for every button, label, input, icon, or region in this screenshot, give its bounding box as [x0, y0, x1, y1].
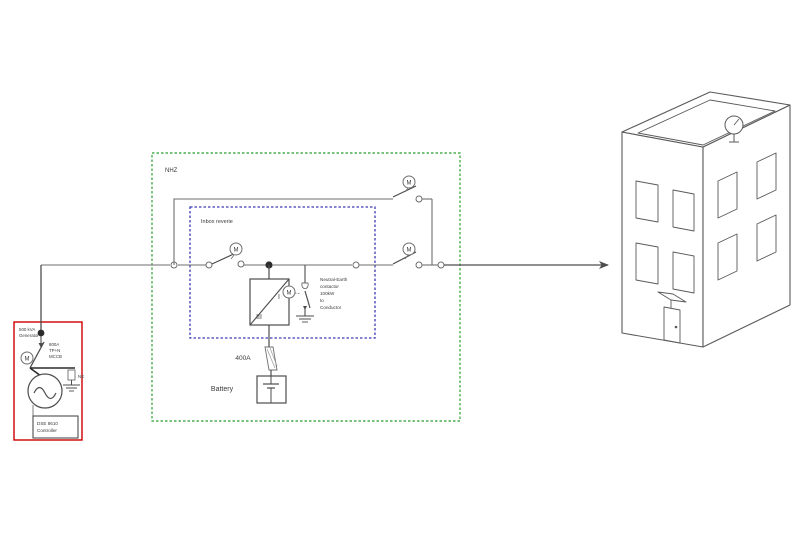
generator-label-l2: Generator [19, 333, 39, 338]
generator-top-terminal [37, 329, 45, 337]
ne-contactor-coil [301, 282, 309, 290]
generator-label-l1: 500 kVA [19, 327, 35, 332]
ne-contactor-label-l2: contactor [320, 284, 339, 289]
motor-icon: M [20, 351, 34, 365]
window-left-3 [635, 242, 659, 285]
mccb-breaker[interactable]: 800A TP+N MCCB [29, 336, 62, 369]
terminal-switch-right [237, 260, 245, 268]
window-right-2 [756, 152, 777, 200]
battery-circuit[interactable]: 400A Battery [211, 346, 287, 404]
bypass-switch-lower[interactable]: M [392, 242, 438, 269]
ne-contactor[interactable]: M Neutral-Earth contactor 100kW to Condu… [282, 265, 348, 323]
inverter-zone-label: Inbox reverie [201, 219, 233, 225]
inverter-zone-border [189, 206, 376, 339]
svg-text:M: M [407, 248, 412, 254]
battery-icon [263, 376, 279, 403]
window-right-3 [717, 233, 738, 281]
motor-icon: M [402, 175, 416, 193]
window-left-4 [672, 251, 695, 294]
building-illustration [621, 91, 791, 348]
ne-switch-contact [303, 306, 307, 310]
switchboard-zone: NHZ [151, 152, 461, 422]
window-left-1 [635, 180, 659, 223]
ne-contactor-label-l5: Conductor [320, 305, 342, 310]
earth-ground-icon [296, 315, 314, 323]
ne-switch-blade [304, 290, 311, 309]
svg-text:M: M [287, 291, 292, 297]
outgoing-feeder-arrow [437, 261, 609, 269]
inverter-ac-mark: I [278, 294, 280, 301]
door-handle-icon [674, 325, 678, 329]
ac-generator-icon [27, 373, 63, 409]
generator-zone-border [13, 321, 83, 441]
building-parapet [637, 99, 776, 146]
inverter-diagonal [249, 278, 290, 326]
terminal-switch-left [205, 261, 213, 269]
fuse-label: 400A [235, 355, 251, 362]
motor-icon: M [229, 242, 243, 260]
battery-label: Battery [211, 386, 234, 393]
building-roof [621, 91, 791, 148]
controller-label-l2: Controller [37, 428, 57, 433]
bypass-switch-upper[interactable]: M [173, 175, 432, 265]
controller-label-l1: DSE 8610 [37, 421, 58, 426]
window-right-4 [756, 214, 777, 262]
window-left-2 [672, 189, 695, 232]
mccb-label-l1: 800A [49, 342, 59, 347]
mccb-label-l2: TP+N [49, 348, 60, 353]
earth-ground-icon [63, 384, 80, 392]
mccb-blade [29, 341, 45, 369]
ne-contactor-label-l1: Neutral-Earth [320, 277, 348, 282]
generator-zone: 500 kVA Generator 800A TP+N MCCB M NE [13, 265, 84, 441]
inverter-dc-mark: III [256, 314, 262, 321]
main-bus [41, 261, 213, 269]
motor-icon: M [282, 285, 302, 299]
inverter-block[interactable]: I III [249, 278, 290, 358]
ne-link-label: NE [78, 374, 84, 379]
ne-link[interactable]: NE [67, 369, 84, 385]
generator-sine [33, 386, 57, 400]
terminal-inverter-zone-right [352, 261, 360, 269]
ne-contactor-label-l3: 100kW [320, 291, 335, 296]
ne-contactor-label-l4: to [320, 298, 324, 303]
motor-icon: M [402, 242, 416, 260]
building-left-face [621, 131, 704, 348]
mccb-label-l3: MCCB [49, 354, 62, 359]
dse-controller[interactable]: DSE 8610 Controller [32, 415, 79, 439]
incoming-switch[interactable]: M [211, 242, 268, 268]
svg-text:M: M [234, 248, 239, 254]
svg-text:M: M [407, 181, 412, 187]
satellite-dish-icon [724, 115, 744, 143]
controller-body [32, 415, 79, 439]
bus-junction [265, 261, 393, 279]
upper-branch-conductor [173, 198, 393, 265]
outgoing-terminal [437, 261, 445, 269]
switchboard-zone-label: NHZ [165, 168, 178, 174]
window-right-1 [717, 171, 738, 219]
fuse-400a [264, 346, 278, 371]
upper-switch-blade [392, 185, 417, 198]
door-awning [657, 291, 687, 303]
ne-link-body [67, 369, 76, 381]
inverter-zone: Inbox reverie [189, 206, 376, 339]
generator-circle [27, 373, 63, 409]
lower-switch-terminal [415, 261, 423, 269]
switchboard-zone-border [151, 152, 461, 422]
upper-switch-terminal [415, 195, 423, 203]
entrance-door [663, 306, 681, 344]
svg-text:M: M [25, 357, 30, 363]
